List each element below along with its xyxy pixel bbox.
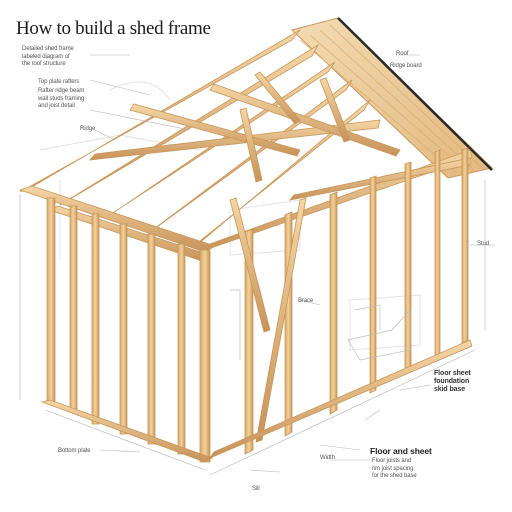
annotation-bottom-right-title: Floor and sheet: [370, 446, 432, 456]
right-wall-studs: [244, 147, 469, 455]
annotation-top-right-2: Ridge board: [390, 63, 422, 69]
annotation-bottom-left: Bottom plate: [58, 448, 91, 454]
annotation-left-2: Top plate rafters: [38, 79, 80, 85]
annotation-side-right: Stud: [477, 241, 489, 247]
roof-sheathing: [291, 17, 494, 179]
ridge-edge: [337, 17, 493, 171]
annotation-center: Brace: [298, 298, 314, 304]
interior-sketch: [230, 289, 411, 361]
annotation-left-3: Rafter ridge beam wall studs framing and…: [38, 88, 85, 109]
left-wall-studs: [46, 197, 211, 463]
bottom-plates: [40, 339, 473, 463]
dimension-lines: [19, 180, 486, 476]
annotation-right-1: Floor sheet foundation skid base: [434, 370, 471, 393]
leader-lines: [89, 54, 495, 473]
diagram-title: How to build a shed frame: [16, 18, 211, 39]
annotation-left-1: Detailed shed frame labeled diagram of t…: [22, 46, 74, 67]
diagonal-brace: [229, 197, 307, 443]
annotation-bottom-right-body: Floor joists and rim joist spacing for t…: [372, 458, 417, 479]
collar-ties: [89, 71, 401, 183]
annotation-bottom-dim: Width: [320, 455, 335, 461]
annotation-top-right-1: Roof: [396, 51, 409, 57]
annotation-left-4: Ridge: [80, 126, 96, 132]
annotation-bottom-center: Sill: [252, 486, 260, 492]
